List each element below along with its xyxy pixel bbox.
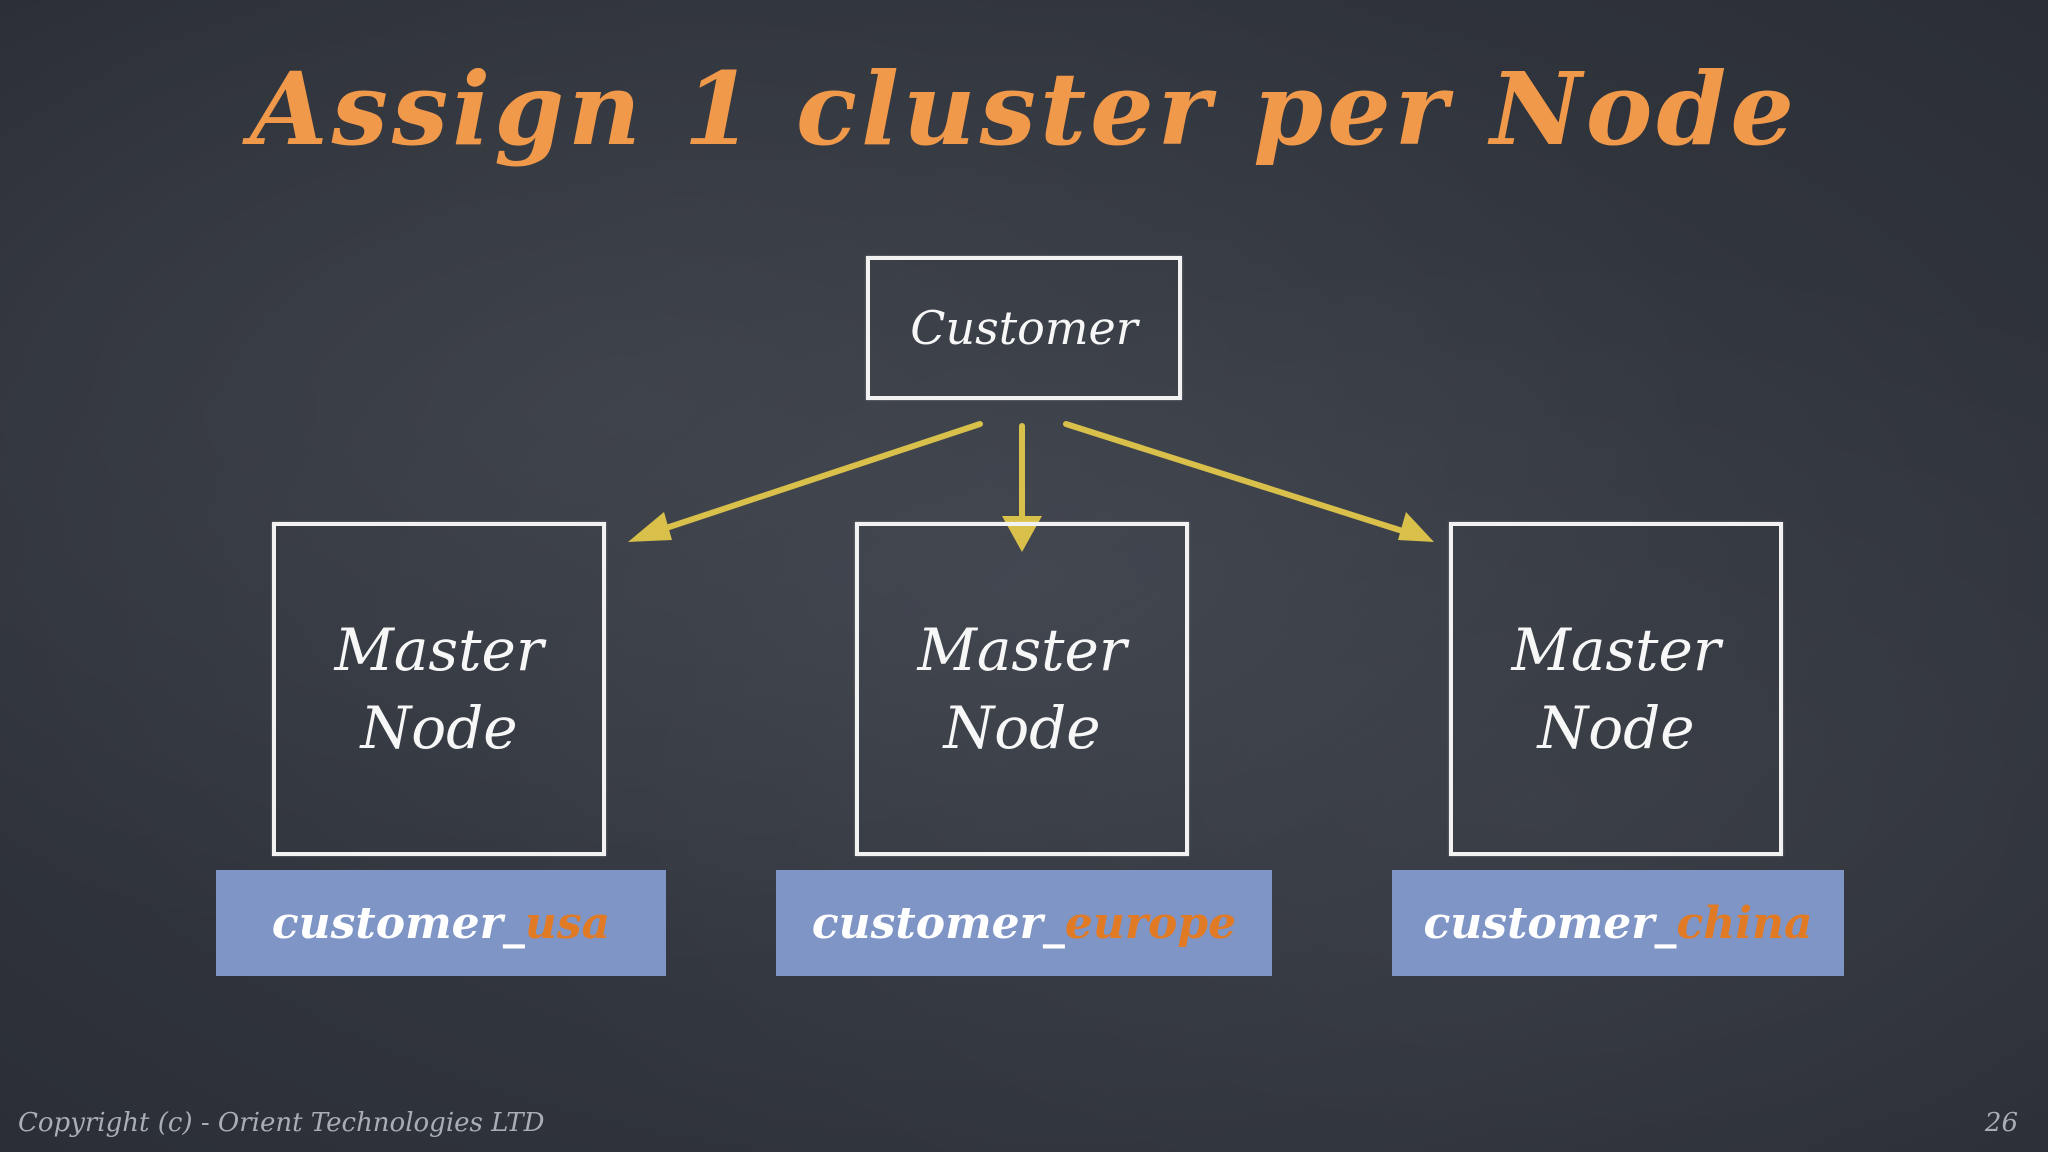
arrowhead-node-3: [1398, 512, 1434, 542]
page-number: 26: [1984, 1108, 2018, 1138]
customer-label: Customer: [910, 301, 1138, 355]
cluster-prefix: customer_: [1423, 897, 1677, 949]
node-label-line1: Master: [917, 616, 1127, 684]
cluster-label-europe: customer_europe: [776, 870, 1272, 976]
node-label-line2: Node: [1537, 694, 1695, 762]
node-label-line2: Node: [943, 694, 1101, 762]
cluster-label-usa: customer_usa: [216, 870, 666, 976]
slide-title: Assign 1 cluster per Node: [250, 50, 1798, 168]
copyright-footer: Copyright (c) - Orient Technologies LTD: [18, 1108, 545, 1138]
arrow-to-node-3: [1063, 421, 1415, 537]
master-node-china: Master Node: [1449, 522, 1783, 856]
arrow-to-node-1: [645, 421, 983, 537]
cluster-suffix: usa: [524, 897, 611, 949]
cluster-label-china: customer_china: [1392, 870, 1844, 976]
cluster-suffix: china: [1676, 897, 1813, 949]
master-node-usa: Master Node: [272, 522, 606, 856]
node-label-line1: Master: [334, 616, 544, 684]
node-label-line2: Node: [360, 694, 518, 762]
cluster-prefix: customer_: [271, 897, 525, 949]
cluster-suffix: europe: [1064, 897, 1237, 949]
arrowhead-node-1: [628, 512, 672, 542]
customer-box: Customer: [866, 256, 1182, 400]
cluster-prefix: customer_: [811, 897, 1065, 949]
node-label-line1: Master: [1511, 616, 1721, 684]
master-node-europe: Master Node: [855, 522, 1189, 856]
